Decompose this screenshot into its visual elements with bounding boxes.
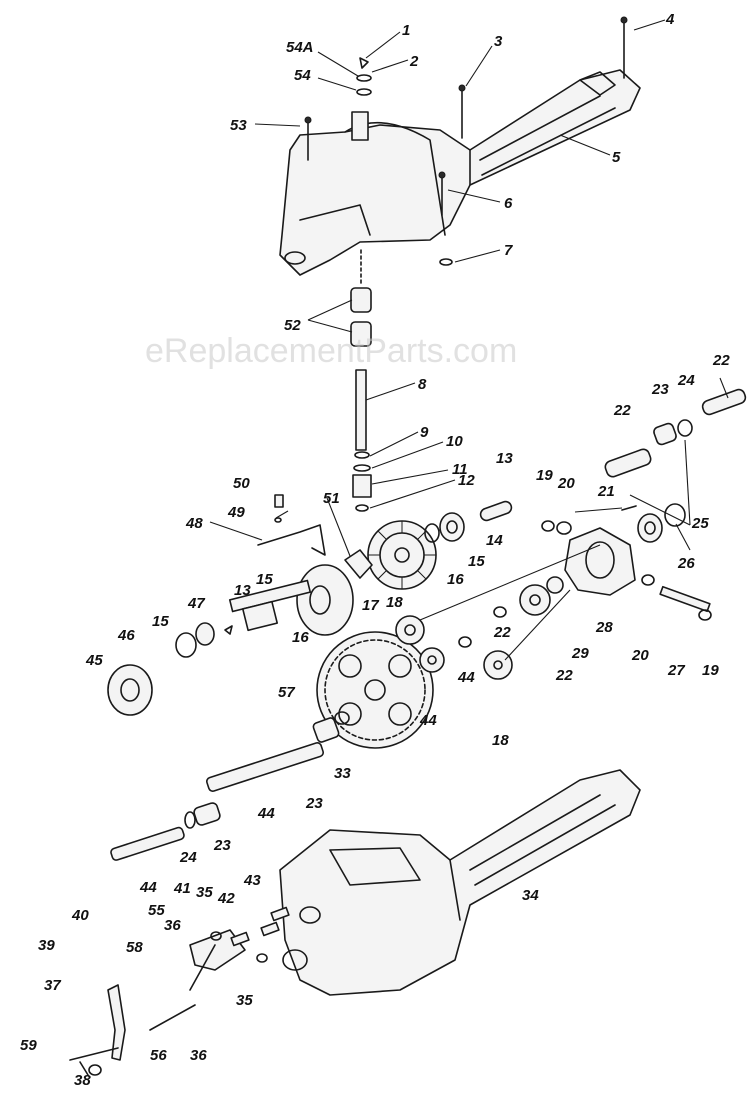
callout-16-upper: 16 [447,571,464,588]
callout-38: 38 [74,1072,91,1089]
callout-10: 10 [446,433,463,450]
shift-linkage [69,906,290,1076]
callout-11: 11 [452,461,468,478]
callout-29: 29 [571,645,589,662]
callout-19-b: 19 [702,662,719,679]
bearing-set-upper [424,500,513,543]
callout-22-d: 22 [555,667,573,684]
callout-58: 58 [126,939,143,956]
callout-20-b: 20 [631,647,649,664]
callout-25: 25 [691,515,709,532]
callout-35-b: 35 [236,992,253,1009]
callout-20-a: 20 [557,475,575,492]
callout-53: 53 [230,117,247,134]
callout-40: 40 [71,907,89,924]
callout-1: 1 [402,22,410,39]
callout-43: 43 [243,872,261,889]
callout-36-b: 36 [190,1047,207,1064]
callout-4: 4 [665,11,675,28]
callout-33: 33 [334,765,351,782]
callout-45: 45 [85,652,103,669]
callout-22-b: 22 [613,402,631,419]
callout-42: 42 [217,890,235,907]
callout-24-b: 24 [179,849,197,866]
callout-5: 5 [612,149,621,166]
callout-17: 17 [362,597,379,614]
shift-fork [257,494,373,579]
callout-54: 54 [294,67,311,84]
bevel-gear [367,520,437,590]
callout-12: 12 [458,472,475,489]
differential-housing [419,388,747,661]
small-gears [395,576,564,680]
callout-44-c: 44 [257,805,275,822]
callout-18-a: 18 [386,594,403,611]
callout-3: 3 [494,33,503,50]
callout-18-b: 18 [492,732,509,749]
callout-21: 21 [597,483,615,500]
callout-6: 6 [504,195,513,212]
callout-7: 7 [504,242,513,259]
callout-15-lower: 15 [152,613,169,630]
axle-shafts [110,711,350,861]
lower-housing [279,769,641,996]
callout-26: 26 [677,555,695,572]
bushings-and-shaft [350,249,372,512]
callout-35-a: 35 [196,884,213,901]
callout-55: 55 [148,902,165,919]
callout-23-a: 23 [651,381,669,398]
callout-23-c: 23 [213,837,231,854]
large-spur-gear [316,631,434,749]
callout-48: 48 [185,515,203,532]
callout-19-a: 19 [536,467,553,484]
callout-labels: 1 2 54A 54 3 4 53 5 6 7 52 8 9 10 11 12 … [20,11,730,1089]
callout-8: 8 [418,376,427,393]
callout-46: 46 [117,627,135,644]
watermark: eReplacementParts.com [145,332,517,370]
callout-51: 51 [323,490,340,507]
callout-44-d: 44 [139,879,157,896]
callout-39: 39 [38,937,55,954]
callout-27: 27 [667,662,685,679]
callout-52: 52 [284,317,301,334]
callout-57: 57 [278,684,295,701]
callout-15-mid: 15 [256,571,273,588]
callout-36-a: 36 [164,917,181,934]
callout-2: 2 [409,53,419,70]
callout-22-a: 22 [712,352,730,369]
leader-lines [209,19,729,557]
drive-disc [107,564,354,716]
callout-56: 56 [150,1047,167,1064]
callout-50: 50 [233,475,250,492]
callout-13-upper: 13 [496,450,513,467]
callout-9: 9 [420,424,429,441]
callout-47: 47 [187,595,205,612]
callout-16-lower: 16 [292,629,309,646]
callout-49: 49 [227,504,245,521]
callout-15-upper: 15 [468,553,485,570]
callout-54a: 54A [286,39,314,56]
callout-44-b: 44 [419,712,437,729]
callout-23-b: 23 [305,795,323,812]
callout-22-c: 22 [493,624,511,641]
callout-59: 59 [20,1037,37,1054]
callout-41: 41 [173,880,191,897]
callout-14: 14 [486,532,503,549]
callout-44-a: 44 [457,669,475,686]
callout-37: 37 [44,977,61,994]
callout-34: 34 [522,887,539,904]
upper-housing [279,69,641,276]
hardware-top [304,16,628,266]
callout-28: 28 [595,619,613,636]
callout-24-a: 24 [677,372,695,389]
callout-13-lower: 13 [234,582,251,599]
